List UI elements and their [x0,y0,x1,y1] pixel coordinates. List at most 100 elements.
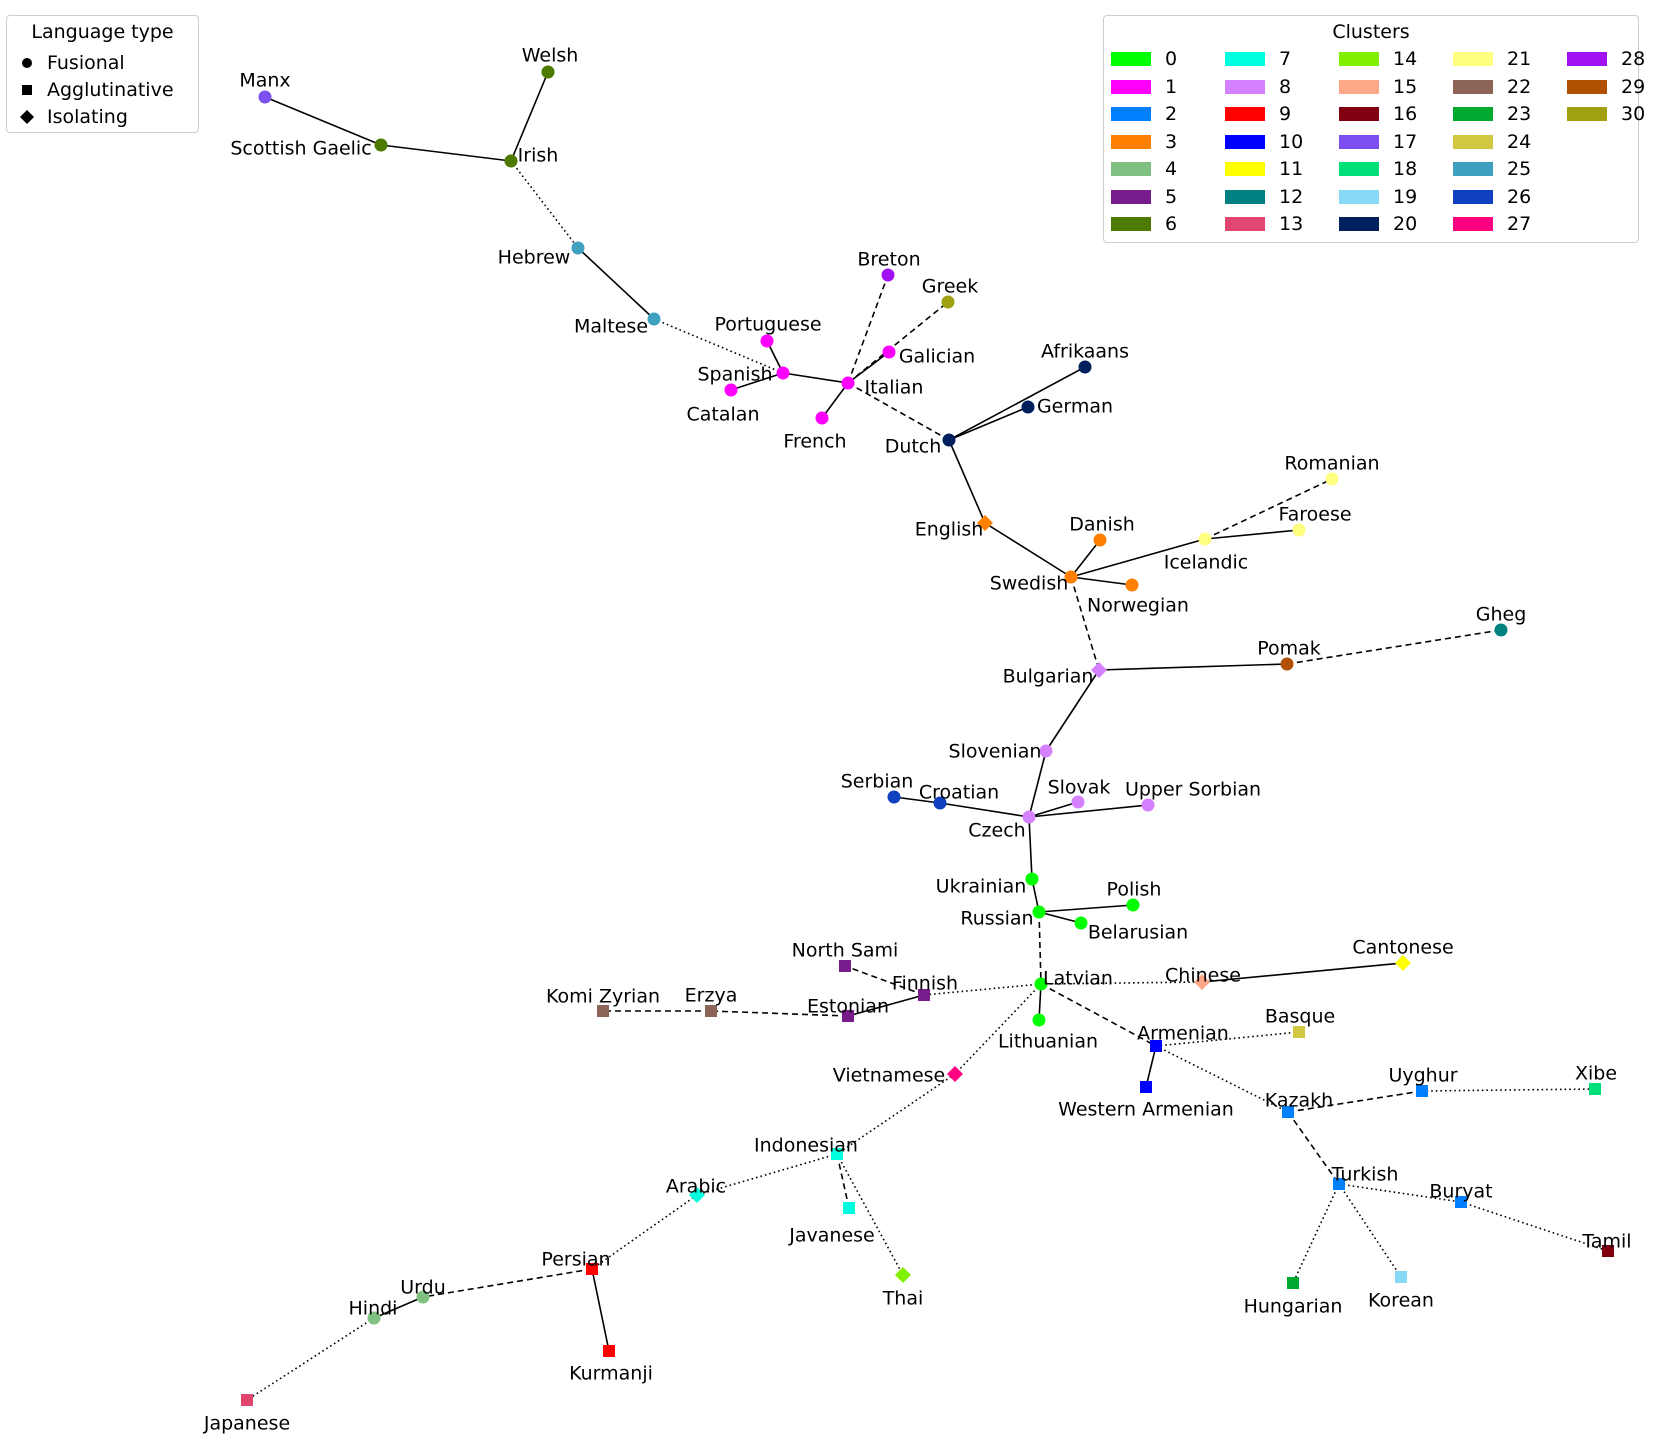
label-chinese: Chinese [1165,965,1241,987]
node-persian [586,1263,598,1275]
cluster-legend-entry-29: 29 [1567,76,1645,98]
node-chinese [1194,974,1210,990]
edge-hebrew-maltese [577,247,655,320]
cluster-label-26: 26 [1507,185,1532,208]
node-galician [882,345,896,359]
edge-kazakh-uyghur [1287,1090,1423,1113]
cluster-swatch-24 [1453,134,1493,149]
node-tamil [1602,1245,1614,1257]
label-bulgarian: Bulgarian [1003,666,1094,688]
cluster-swatch-11 [1225,162,1265,176]
node-serbian [887,790,901,804]
cluster-label-3: 3 [1165,130,1178,153]
language-type-legend-title: Language type [31,21,174,43]
cluster-label-1: 1 [1165,75,1178,98]
label-welsh: Welsh [522,45,579,67]
edge-indonesian-javanese [836,1153,850,1209]
cluster-label-7: 7 [1279,48,1292,70]
cluster-legend-entry-11: 11 [1225,158,1303,180]
cluster-swatch-26 [1453,189,1493,204]
cluster-swatch-27 [1453,217,1493,231]
cluster-label-0: 0 [1165,48,1178,70]
cluster-legend-entry-18: 18 [1339,158,1417,180]
edge-scottish-gaelic-irish [380,144,512,162]
node-hebrew [571,241,585,255]
cluster-legend-entry-10: 10 [1225,131,1303,153]
label-javanese: Javanese [788,1225,874,1247]
node-upper-sorbian [1141,798,1155,812]
node-russian [1032,905,1046,919]
label-dutch: Dutch [885,436,942,458]
label-armenian: Armenian [1137,1023,1229,1045]
label-hungarian: Hungarian [1244,1296,1343,1318]
node-dutch [942,433,956,447]
cluster-swatch-25 [1453,162,1493,176]
label-norwegian: Norwegian [1087,595,1189,617]
edge-serbian-croatian [893,796,941,804]
label-uyghur: Uyghur [1388,1065,1457,1087]
edge-armenian-basque [1155,1031,1300,1047]
label-cantonese: Cantonese [1352,937,1453,959]
edge-latvian-finnish [923,983,1042,996]
label-tamil: Tamil [1581,1231,1631,1253]
cluster-legend-entry-26: 26 [1453,186,1531,208]
square-icon [7,84,47,96]
node-uyghur [1416,1085,1428,1097]
node-spanish [776,366,790,380]
label-french: French [783,431,846,453]
edge-indonesian-thai [836,1153,904,1276]
label-english: English [915,519,984,541]
node-pomak [1280,657,1294,671]
cluster-swatch-4 [1111,162,1151,176]
cluster-legend-entry-0: 0 [1111,48,1177,70]
label-danish: Danish [1069,514,1135,536]
label-greek: Greek [922,276,979,298]
legend-label-isolating: Isolating [47,106,128,128]
label-basque: Basque [1265,1006,1335,1028]
label-north-sami: North Sami [792,940,899,962]
node-croatian [933,796,947,810]
cluster-label-5: 5 [1165,185,1178,208]
cluster-label-24: 24 [1507,130,1532,153]
edge-bulgarian-pomak [1098,663,1288,671]
label-czech: Czech [968,820,1025,842]
edge-welsh-irish [510,71,549,162]
node-lithuanian [1032,1013,1046,1027]
edge-hindi-japanese [246,1317,375,1401]
cluster-swatch-30 [1567,107,1607,121]
cluster-label-13: 13 [1279,213,1304,235]
node-buryat [1455,1196,1467,1208]
cluster-swatch-1 [1111,79,1151,94]
label-komi-zyrian: Komi Zyrian [546,986,660,1008]
edge-turkish-hungarian [1292,1183,1340,1284]
node-greek [941,295,955,309]
edge-czech-upper-sorbian [1028,804,1149,818]
cluster-label-29: 29 [1621,75,1646,98]
cluster-legend-entry-7: 7 [1225,48,1291,70]
edge-indonesian-arabic [696,1153,838,1196]
node-slovak [1071,795,1085,809]
label-italian: Italian [865,377,924,399]
label-afrikaans: Afrikaans [1041,341,1129,363]
cluster-legend-entry-22: 22 [1453,76,1531,98]
node-latvian [1034,977,1048,991]
edge-swedish-danish [1070,539,1101,578]
edge-persian-kurmanji [591,1268,610,1352]
node-cantonese [1395,955,1411,971]
cluster-swatch-7 [1225,52,1265,66]
edge-slovenian-czech [1028,750,1047,818]
label-german: German [1037,396,1113,418]
node-scottish-gaelic [374,138,388,152]
edge-czech-ukrainian [1028,816,1033,880]
label-galician: Galician [899,346,975,368]
cluster-legend-entry-4: 4 [1111,158,1177,180]
label-arabic: Arabic [666,1176,726,1198]
cluster-label-25: 25 [1507,158,1532,180]
label-faroese: Faroese [1278,504,1351,526]
cluster-legend-entry-2: 2 [1111,103,1177,125]
node-catalan [724,383,738,397]
node-bulgarian [1091,662,1107,678]
node-welsh [541,65,555,79]
cluster-label-15: 15 [1393,75,1418,98]
label-western-armenian: Western Armenian [1058,1099,1234,1121]
